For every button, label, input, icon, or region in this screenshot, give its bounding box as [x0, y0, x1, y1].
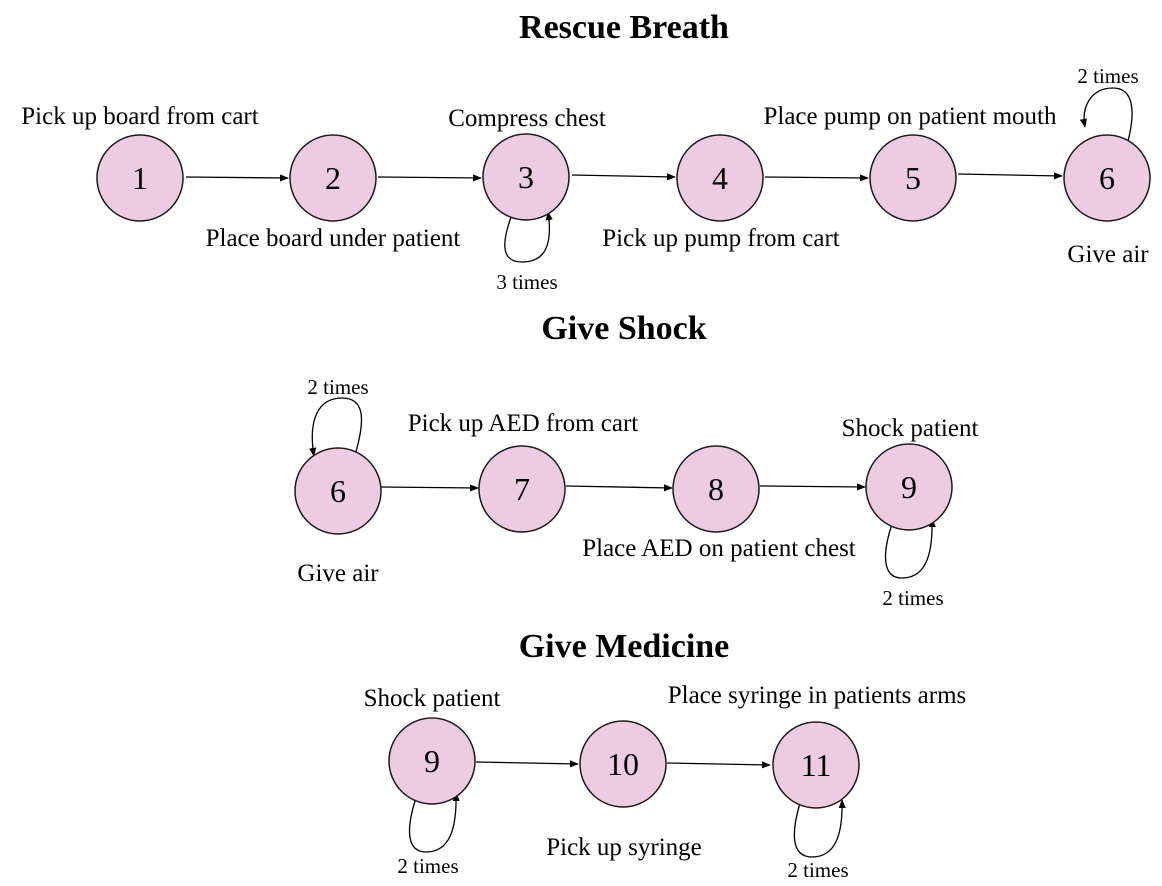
edge-4-to-5 — [764, 174, 869, 182]
loop-label-node-6: 2 times — [1077, 64, 1138, 88]
node-label: 9 — [424, 743, 440, 779]
node-label: 3 — [518, 159, 534, 195]
node-2: 2 — [289, 134, 377, 222]
edge-2-to-3 — [377, 174, 482, 182]
node-4: 4 — [676, 134, 764, 222]
section-title-give-medicine: Give Medicine — [519, 628, 730, 665]
edge-8-to-9 — [759, 483, 866, 491]
node-label: 2 — [325, 160, 341, 196]
node-label: 4 — [712, 160, 728, 196]
step-label-place-pump: Place pump on patient mouth — [763, 103, 1057, 130]
self-loop-9-medicine — [408, 792, 460, 853]
node-label: 9 — [901, 469, 917, 505]
step-label-give-air: Give air — [297, 560, 379, 587]
node-10: 10 — [579, 720, 667, 808]
self-loop-6-shock — [309, 397, 363, 457]
loop-label-node-9: 2 times — [397, 854, 458, 878]
edge-5-to-6 — [957, 172, 1063, 180]
step-label-pick-up-syringe: Pick up syringe — [546, 834, 702, 861]
loop-label-node-3: 3 times — [496, 270, 557, 294]
step-label-pick-up-pump: Pick up pump from cart — [602, 225, 840, 252]
self-loop-3 — [504, 211, 553, 263]
node-label: 10 — [607, 746, 639, 782]
edge-9-to-10 — [475, 760, 579, 768]
step-label-pick-up-aed: Pick up AED from cart — [408, 410, 639, 437]
edge-6-to-7 — [380, 484, 479, 492]
node-label: 11 — [801, 747, 832, 783]
loop-label-node-9: 2 times — [882, 586, 943, 610]
self-loop-9-shock — [884, 518, 936, 579]
step-label-compress-chest: Compress chest — [448, 105, 606, 132]
step-label-pick-up-board: Pick up board from cart — [21, 103, 258, 130]
node-3: 3 — [482, 133, 570, 221]
self-loop-6 — [1079, 87, 1133, 146]
node-label: 1 — [132, 160, 148, 196]
node-5: 5 — [869, 134, 957, 222]
node-9: 9 — [388, 717, 476, 805]
node-8: 8 — [672, 445, 760, 533]
section-give-shock: Give Shock 6 7 8 9 Give air Pick up AED … — [294, 310, 979, 610]
self-loop-11-medicine — [793, 799, 846, 858]
step-label-shock-patient: Shock patient — [842, 415, 979, 442]
section-title-give-shock: Give Shock — [541, 310, 706, 347]
section-rescue-breath: Rescue Breath 1 2 3 4 5 — [21, 9, 1151, 294]
loop-label-node-11: 2 times — [787, 858, 848, 882]
node-11: 11 — [772, 721, 860, 809]
node-6: 6 — [294, 447, 382, 535]
edge-3-to-4 — [571, 173, 676, 181]
node-label: 7 — [514, 471, 530, 507]
node-label: 6 — [330, 473, 346, 509]
step-label-place-board: Place board under patient — [206, 225, 461, 252]
node-9: 9 — [865, 443, 953, 531]
step-label-shock-patient: Shock patient — [364, 685, 501, 712]
node-6: 6 — [1063, 134, 1151, 222]
edge-7-to-8 — [565, 484, 673, 492]
edge-10-to-11 — [666, 761, 771, 769]
node-label: 6 — [1099, 160, 1115, 196]
section-give-medicine: Give Medicine 9 10 11 Shock patient Pick… — [364, 628, 967, 882]
node-label: 5 — [905, 160, 921, 196]
section-title-rescue-breath: Rescue Breath — [519, 9, 729, 46]
loop-label-node-6: 2 times — [307, 375, 368, 399]
node-7: 7 — [478, 445, 566, 533]
node-label: 8 — [708, 471, 724, 507]
step-label-give-air: Give air — [1067, 241, 1149, 268]
step-label-place-aed: Place AED on patient chest — [582, 535, 856, 562]
edge-1-to-2 — [185, 174, 289, 182]
step-label-place-syringe: Place syringe in patients arms — [668, 682, 967, 709]
node-1: 1 — [96, 134, 184, 222]
